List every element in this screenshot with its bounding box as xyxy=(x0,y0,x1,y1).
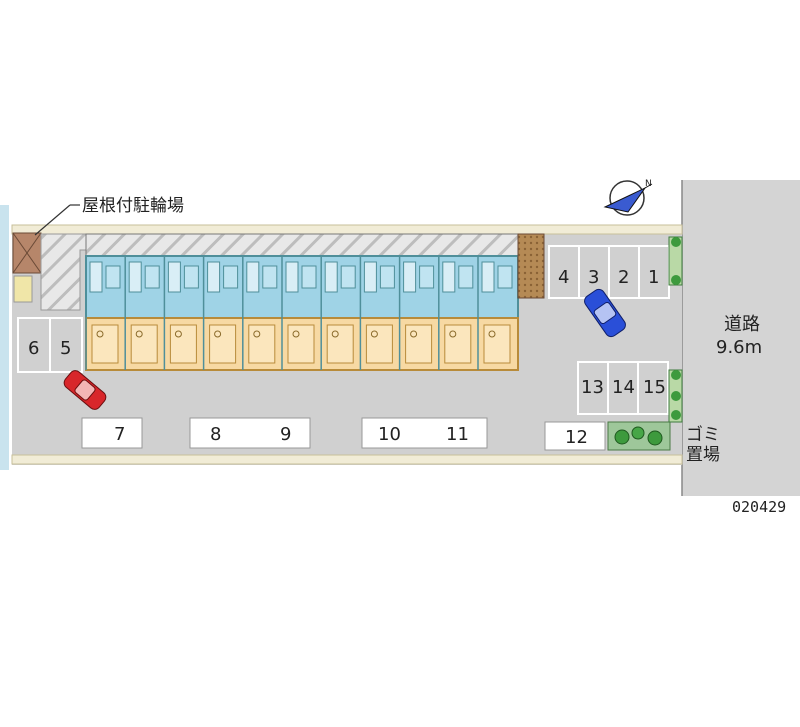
parking-group-5-6 xyxy=(17,317,83,373)
space-label-1: 1 xyxy=(648,267,659,288)
road-label: 道路 xyxy=(724,314,760,335)
unit-room xyxy=(223,265,239,289)
unit-stair xyxy=(128,261,142,293)
unit-room xyxy=(301,265,317,289)
unit-stair xyxy=(481,261,495,293)
compass-icon: N xyxy=(603,179,653,216)
unit-room-lower xyxy=(287,324,315,364)
space-label-4: 4 xyxy=(558,267,569,288)
space-label-6: 6 xyxy=(28,338,39,359)
unit-stair xyxy=(207,261,221,293)
unit-room-lower xyxy=(405,324,433,364)
unit-fixture xyxy=(331,330,339,338)
unit-stair xyxy=(167,261,181,293)
parking-group-10-11 xyxy=(361,417,488,449)
unit-fixture xyxy=(96,330,104,338)
unit-room xyxy=(183,265,199,289)
unit-room-lower xyxy=(91,324,119,364)
space-label-9: 9 xyxy=(280,424,291,445)
unit-room-lower xyxy=(365,324,393,364)
unit-stair xyxy=(324,261,338,293)
parking-group-13-15 xyxy=(577,361,669,415)
unit-fixture xyxy=(174,330,182,338)
unit-fixture xyxy=(253,330,261,338)
space-label-8: 8 xyxy=(210,424,221,445)
unit-fixture xyxy=(488,330,496,338)
unit-fixture xyxy=(214,330,222,338)
unit-room-lower xyxy=(130,324,158,364)
tree-icon xyxy=(614,426,663,446)
unit-fixture xyxy=(135,330,143,338)
unit-room xyxy=(144,265,160,289)
unit-room xyxy=(340,265,356,289)
unit-room-lower xyxy=(169,324,197,364)
garbage-label-line2: 置場 xyxy=(686,445,720,465)
unit-room xyxy=(497,265,513,289)
map-code: 020429 xyxy=(732,498,786,516)
bike-shelter-label: 屋根付駐輪場 xyxy=(82,196,184,216)
blue-car-icon xyxy=(584,288,626,338)
building-units xyxy=(85,256,513,370)
unit-fixture xyxy=(370,330,378,338)
unit-room-lower xyxy=(248,324,276,364)
unit-room xyxy=(458,265,474,289)
bike-rack xyxy=(13,275,33,303)
road-area xyxy=(682,180,800,496)
top-boundary-band xyxy=(11,224,683,235)
unit-stair xyxy=(89,261,103,293)
bottom-boundary-band xyxy=(11,454,683,465)
unit-room xyxy=(379,265,395,289)
space-label-11: 11 xyxy=(446,424,469,445)
unit-room xyxy=(105,265,121,289)
space-label-15: 15 xyxy=(643,377,666,398)
road-width-label: 9.6m xyxy=(716,337,762,358)
red-car-icon xyxy=(63,370,107,410)
unit-stair xyxy=(285,261,299,293)
hedge-right xyxy=(668,236,683,423)
unit-room xyxy=(419,265,435,289)
unit-room-lower xyxy=(444,324,472,364)
parking-group-12 xyxy=(544,421,606,451)
parking-group-8-9 xyxy=(189,417,311,449)
space-label-12: 12 xyxy=(565,427,588,448)
parking-group-1-4 xyxy=(548,245,670,299)
unit-stair xyxy=(442,261,456,293)
garbage-label-line1: ゴミ xyxy=(686,424,720,445)
unit-stair xyxy=(246,261,260,293)
space-label-13: 13 xyxy=(581,377,604,398)
unit-fixture xyxy=(292,330,300,338)
unit-room xyxy=(262,265,278,289)
brick-wall xyxy=(517,233,545,299)
svg-text:N: N xyxy=(645,179,652,189)
unit-room-lower xyxy=(209,324,237,364)
unit-fixture xyxy=(410,330,418,338)
unit-room-lower xyxy=(483,324,511,364)
space-label-14: 14 xyxy=(612,377,635,398)
space-label-3: 3 xyxy=(588,267,599,288)
space-label-7: 7 xyxy=(114,424,125,445)
unit-stair xyxy=(403,261,417,293)
space-label-5: 5 xyxy=(60,338,71,359)
unit-stair xyxy=(363,261,377,293)
left-edge-strip xyxy=(0,205,9,470)
unit-fixture xyxy=(449,330,457,338)
bike-shelter-leader xyxy=(34,204,71,236)
parking-group-7 xyxy=(81,417,143,449)
unit-room-lower xyxy=(326,324,354,364)
space-label-2: 2 xyxy=(618,267,629,288)
space-label-10: 10 xyxy=(378,424,401,445)
